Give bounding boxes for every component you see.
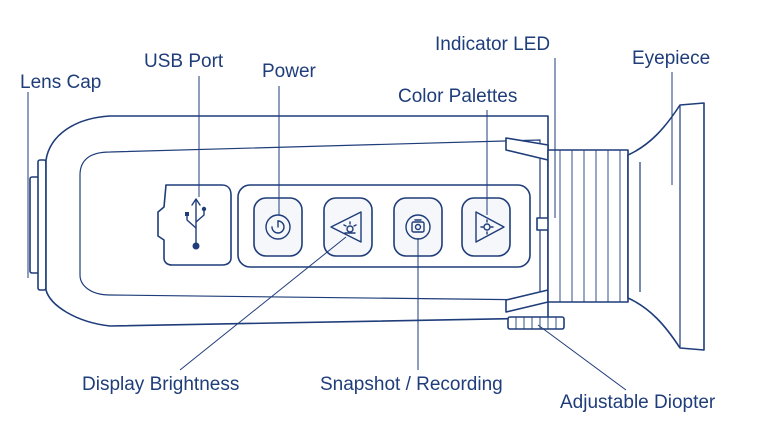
label-usb-port: USB Port bbox=[144, 51, 224, 72]
usb-icon bbox=[185, 198, 207, 250]
label-eyepiece: Eyepiece bbox=[632, 48, 710, 69]
leader-lines bbox=[27, 58, 673, 391]
brightness-icon bbox=[330, 211, 362, 243]
usb-port bbox=[157, 184, 232, 266]
button-panel bbox=[237, 184, 531, 268]
display-brightness-button[interactable] bbox=[323, 197, 373, 257]
eyepiece-tube bbox=[547, 149, 629, 303]
power-button[interactable] bbox=[253, 197, 303, 257]
color-palettes-button[interactable] bbox=[461, 197, 511, 257]
label-lens-cap: Lens Cap bbox=[20, 72, 101, 93]
lens-cap bbox=[29, 159, 47, 291]
power-icon bbox=[265, 214, 291, 240]
label-snapshot-recording: Snapshot / Recording bbox=[320, 374, 503, 395]
label-indicator-led: Indicator LED bbox=[435, 34, 550, 55]
label-power: Power bbox=[262, 61, 317, 82]
adjustable-diopter bbox=[507, 316, 565, 330]
label-adjustable-diopter: Adjustable Diopter bbox=[560, 392, 716, 413]
label-display-brightness: Display Brightness bbox=[82, 374, 239, 395]
eyepiece bbox=[627, 102, 705, 351]
palette-icon bbox=[475, 211, 505, 243]
label-color-palettes: Color Palettes bbox=[398, 86, 517, 107]
